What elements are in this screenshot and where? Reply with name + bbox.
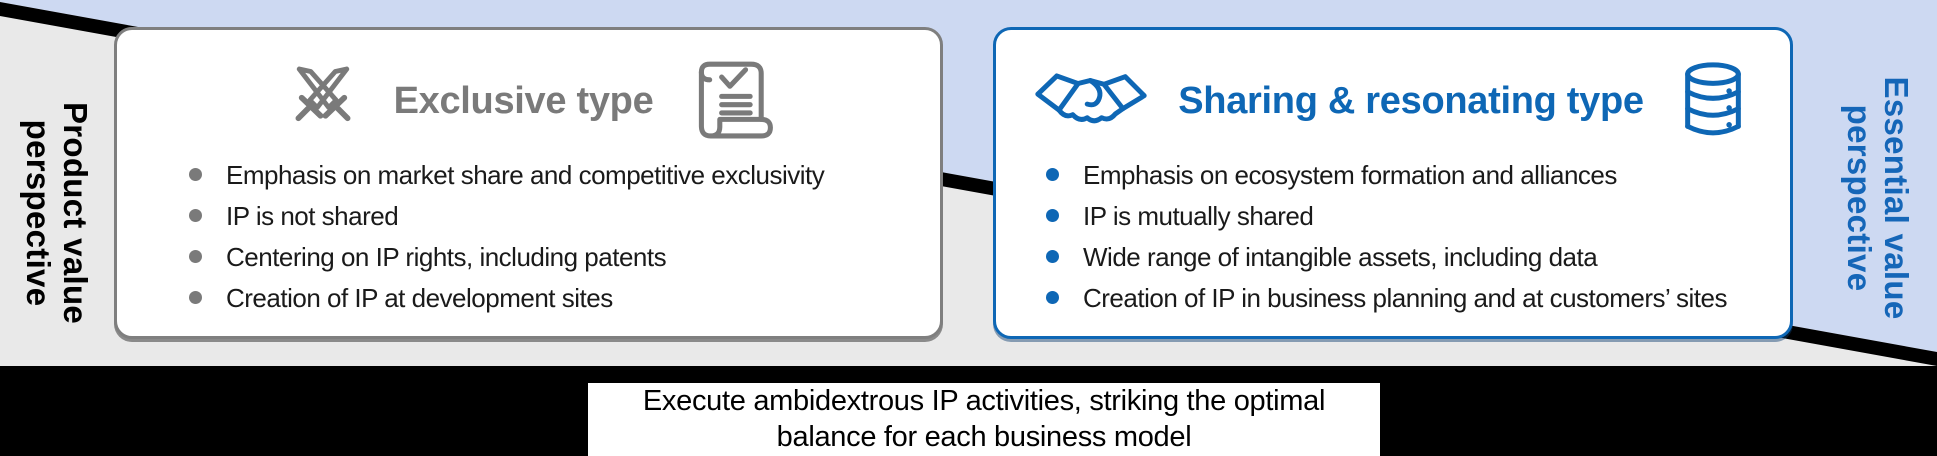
exclusive-type-card: Exclusive type Emphasis on market share …: [114, 27, 943, 339]
exclusive-card-header: Exclusive type: [117, 30, 940, 154]
bullet-dot: [189, 250, 202, 263]
sharing-card-header: Sharing & resonating type: [996, 30, 1790, 154]
bullet-dot: [1046, 291, 1059, 304]
bullet-dot: [189, 291, 202, 304]
label-line: perspective: [1841, 104, 1878, 292]
bullet-item: Centering on IP rights, including patent…: [189, 242, 920, 272]
bullet-text: Centering on IP rights, including patent…: [226, 242, 667, 272]
database-icon: [1674, 58, 1752, 144]
bullet-text: Creation of IP in business planning and …: [1083, 283, 1728, 313]
label-line: Essential value: [1878, 76, 1915, 320]
bullet-item: Wide range of intangible assets, includi…: [1046, 242, 1776, 272]
bullet-text: Wide range of intangible assets, includi…: [1083, 242, 1598, 272]
bullet-item: Emphasis on ecosystem formation and alli…: [1046, 160, 1776, 190]
bullet-dot: [1046, 168, 1059, 181]
exclusive-card-title: Exclusive type: [393, 79, 654, 122]
bullet-dot: [189, 209, 202, 222]
sharing-resonating-type-card: Sharing & resonating type Emphasis: [993, 27, 1793, 339]
label-line: perspective: [20, 119, 57, 307]
bullet-dot: [1046, 209, 1059, 222]
bullet-text: IP is not shared: [226, 201, 399, 231]
bullet-text: Creation of IP at development sites: [226, 283, 613, 313]
bullet-text: Emphasis on market share and competitive…: [226, 160, 825, 190]
exclusive-bullet-list: Emphasis on market share and competitive…: [117, 160, 940, 313]
bullet-dot: [189, 168, 202, 181]
bullet-item: Creation of IP in business planning and …: [1046, 283, 1776, 313]
essential-value-perspective-label: Essential value perspective: [1841, 77, 1915, 320]
bullet-item: IP is not shared: [189, 201, 920, 231]
bullet-item: Creation of IP at development sites: [189, 283, 920, 313]
scroll-checklist-icon: [683, 55, 775, 147]
bullet-text: IP is mutually shared: [1083, 201, 1314, 231]
sharing-card-title: Sharing & resonating type: [1178, 79, 1644, 122]
bullet-item: IP is mutually shared: [1046, 201, 1776, 231]
bullet-dot: [1046, 250, 1059, 263]
sharing-bullet-list: Emphasis on ecosystem formation and alli…: [996, 160, 1790, 313]
crossed-swords-icon: [282, 60, 364, 142]
bullet-item: Emphasis on market share and competitive…: [189, 160, 920, 190]
handshake-icon: [1034, 62, 1148, 140]
banner-line-2: balance for each business model: [776, 421, 1192, 453]
product-value-perspective-label: Product value perspective: [20, 102, 94, 324]
bullet-text: Emphasis on ecosystem formation and alli…: [1083, 160, 1617, 190]
label-line: Product value: [57, 101, 94, 325]
banner-line-1: Execute ambidextrous IP activities, stri…: [642, 385, 1326, 417]
bottom-banner: Execute ambidextrous IP activities, stri…: [588, 383, 1380, 456]
